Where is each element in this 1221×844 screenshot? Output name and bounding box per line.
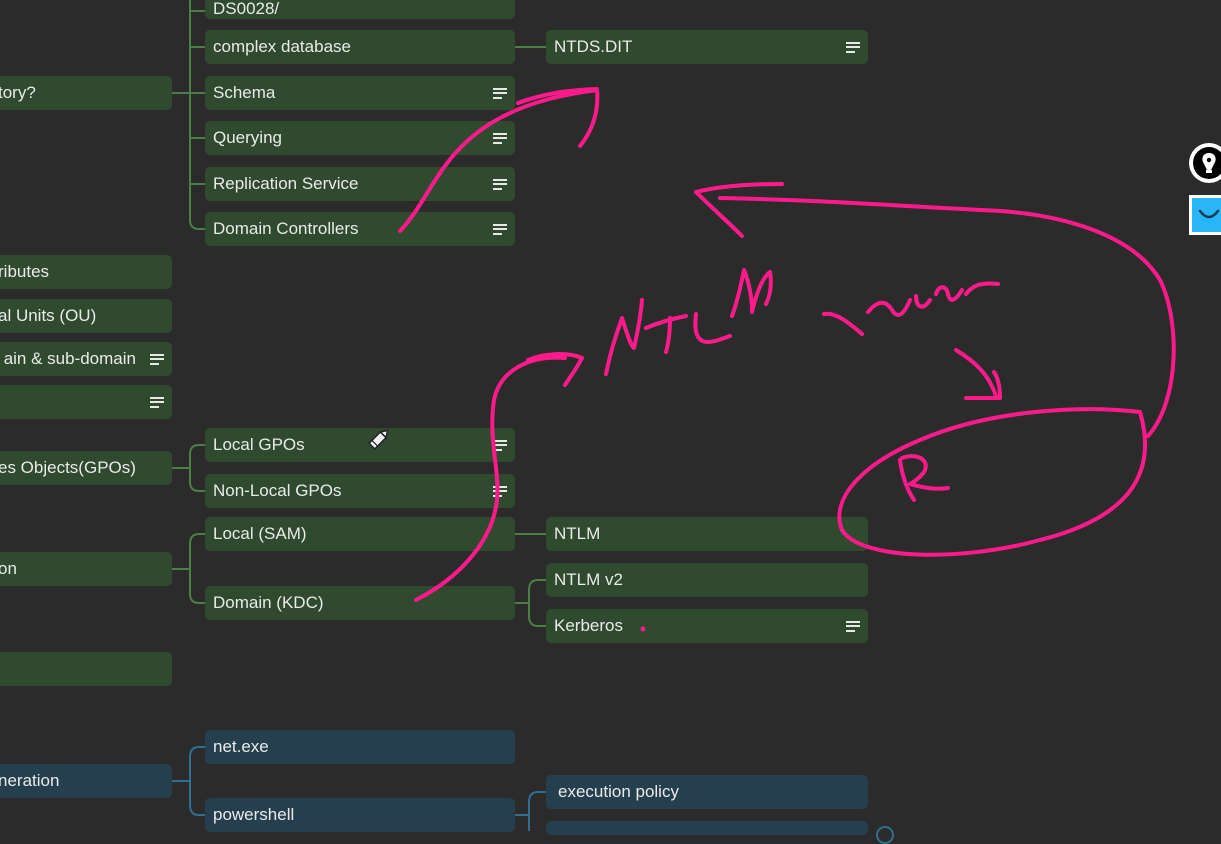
annotation-arrow-kdc-to-ntlm [414, 355, 567, 602]
note-icon[interactable] [493, 87, 507, 99]
connector-ps-branch [515, 791, 547, 831]
node-non-local-gpos[interactable]: Non-Local GPOs [205, 474, 515, 508]
node-schema[interactable]: Schema [205, 76, 515, 110]
node-directory[interactable]: tory? [0, 76, 172, 110]
node-net-exe[interactable]: net.exe [205, 730, 515, 764]
annotation-down-arrow [954, 348, 1002, 400]
note-icon[interactable] [150, 353, 164, 365]
node-label: on [0, 559, 17, 578]
node-powershell[interactable]: powershell [205, 798, 515, 832]
node-label: Kerberos [554, 616, 623, 635]
node-enumeration[interactable]: neration [0, 764, 172, 798]
node-label: Local (SAM) [213, 524, 307, 543]
node-label: net.exe [213, 737, 269, 756]
annotation-big-loop-arrow [718, 196, 1176, 438]
connector-auth-branch [172, 533, 207, 604]
node-label: Replication Service [213, 174, 359, 193]
node-label: NTDS.DIT [554, 37, 633, 56]
node-ntlm[interactable]: NTLM [546, 517, 868, 551]
node-attributes[interactable]: ributes [0, 255, 172, 289]
connector-gpo-branch [172, 444, 207, 492]
note-icon[interactable] [493, 485, 507, 497]
node-authentication[interactable]: on [0, 552, 172, 586]
annotation-ntlm-scribble [604, 268, 773, 376]
pen-nib-icon[interactable] [1189, 143, 1221, 183]
node-domain-controllers[interactable]: Domain Controllers [205, 212, 515, 246]
node-group-policy-objects[interactable]: es Objects(GPOs) [0, 451, 172, 485]
node-label: Local GPOs [213, 435, 305, 454]
annotation-loop-arrowhead [694, 182, 784, 238]
annotation-r-letter [898, 454, 950, 502]
node-local-gpos[interactable]: Local GPOs [205, 428, 515, 462]
annotation-arrow-dc-to-schema [398, 88, 599, 233]
annotation-ellipse [837, 407, 1147, 557]
node-label: Non-Local GPOs [213, 481, 342, 500]
annotation-arrowhead-schema [516, 87, 600, 148]
node-ntds-dit[interactable]: NTDS.DIT [546, 30, 868, 64]
node-label: powershell [213, 805, 295, 824]
node-local-sam[interactable]: Local (SAM) [205, 517, 515, 551]
node-label: Schema [213, 83, 276, 102]
node-label: tory? [0, 83, 36, 102]
node-cut-blank[interactable] [0, 652, 172, 686]
node-label: ain & sub-domain [3, 349, 136, 368]
node-label: Domain (KDC) [213, 593, 324, 612]
note-icon[interactable] [150, 396, 164, 408]
node-querying[interactable]: Querying [205, 121, 515, 155]
node-label: Querying [213, 128, 282, 147]
annotation-dot [640, 626, 646, 632]
node-label: Domain Controllers [213, 219, 359, 238]
pencil-cursor-icon [364, 424, 394, 454]
note-icon[interactable] [493, 223, 507, 235]
node-ds0028[interactable]: DS0028/ [205, 0, 515, 19]
node-replication-service[interactable]: Replication Service [205, 167, 515, 201]
note-icon[interactable] [493, 132, 507, 144]
note-icon[interactable] [493, 439, 507, 451]
node-label: neration [0, 771, 60, 790]
node-complex-database[interactable]: complex database [205, 30, 515, 64]
node-label: execution policy [558, 782, 679, 801]
node-label: DS0028/ [213, 0, 280, 18]
node-domain-kdc[interactable]: Domain (KDC) [205, 586, 515, 620]
annotation-word-scribble [822, 281, 1000, 336]
connector-enum-branch [172, 746, 207, 816]
node-label: NTLM v2 [554, 570, 623, 589]
connector-kdc-branch [515, 579, 547, 627]
smile-icon[interactable] [1189, 195, 1221, 235]
node-label: al Units (OU) [0, 306, 97, 325]
note-icon[interactable] [846, 620, 860, 632]
node-label: complex database [213, 37, 351, 56]
annotation-arrowhead-ntlm [526, 352, 584, 387]
node-domain-subdomain[interactable]: ain & sub-domain [0, 342, 172, 376]
node-label: ributes [0, 262, 50, 281]
node-cut-with-note[interactable] [0, 385, 172, 419]
node-label: NTLM [554, 524, 601, 543]
connector-ad-branch [172, 0, 207, 230]
node-kerberos[interactable]: Kerberos [546, 609, 868, 643]
note-icon[interactable] [493, 178, 507, 190]
node-ntlm-v2[interactable]: NTLM v2 [546, 563, 868, 597]
node-label: es Objects(GPOs) [0, 458, 136, 477]
note-icon[interactable] [846, 41, 860, 53]
node-execution-policy[interactable]: execution policy [546, 775, 868, 809]
node-organizational-units[interactable]: al Units (OU) [0, 299, 172, 333]
